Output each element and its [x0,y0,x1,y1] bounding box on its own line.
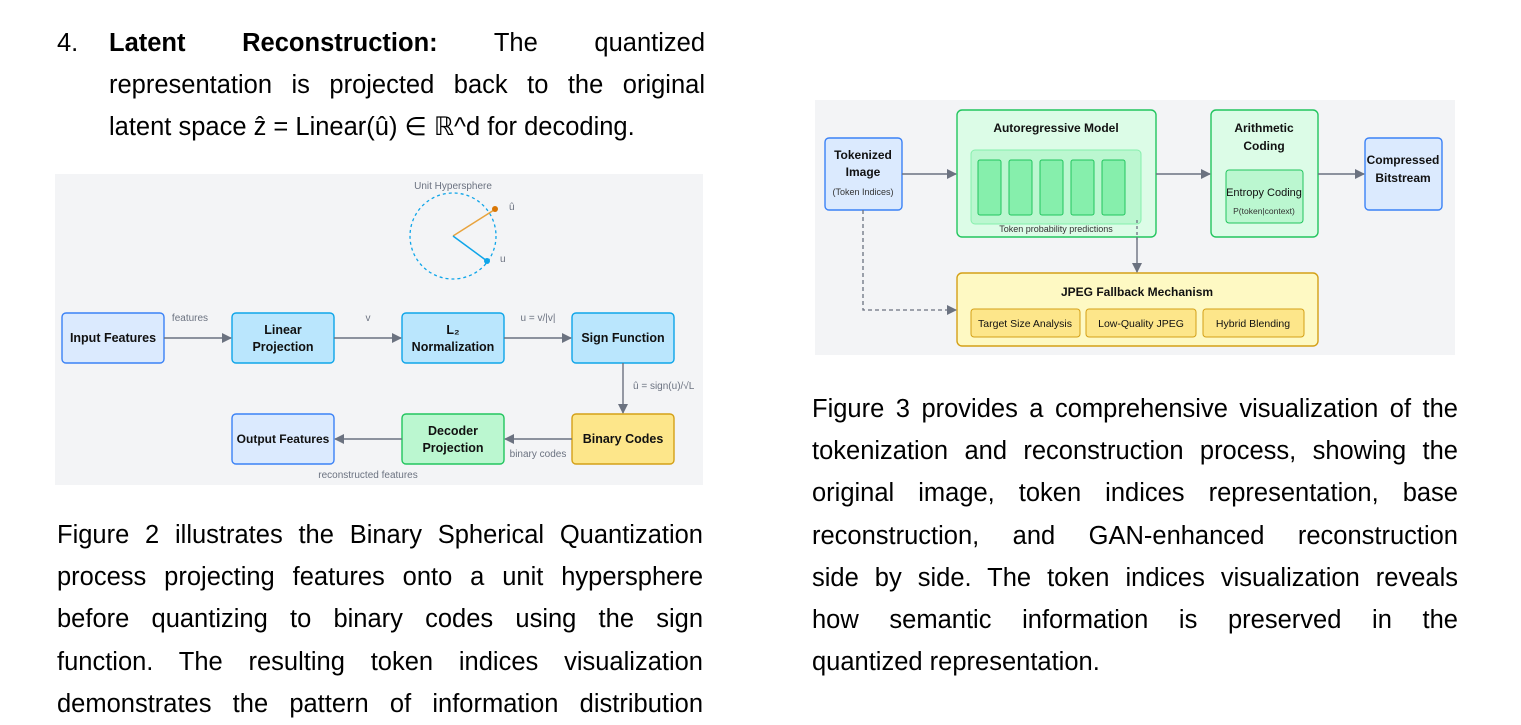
paragraph-line: side by side. The token indices visualiz… [812,563,1458,592]
list-item-line-3: latent space ẑ = Linear(û) ∈ ℝ^d for dec… [109,113,635,142]
figure-3-compression-diagram: Tokenized Image (Token Indices) Autoregr… [815,100,1455,355]
token-block-4 [1070,159,1095,216]
entropy-label-1: Entropy Coding [1226,187,1302,199]
compressed-bitstream-box [1364,137,1443,211]
edge-v-label: v [366,313,371,324]
token-block-1 [977,159,1002,216]
vector-u-hat [452,209,495,237]
jpeg-title: JPEG Fallback Mechanism [1061,285,1213,299]
list-number: 4. [57,29,79,57]
item-label: Latent Reconstruction: [109,29,438,57]
linear-label-2: Projection [252,340,313,354]
input-features-label: Input Features [70,331,156,345]
paragraph-line: quantized representation. [812,648,1100,677]
decoder-projection-box [401,413,505,465]
sign-label: Sign Function [581,331,664,345]
list-item-body: Latent Reconstruction: The quantized rep… [109,22,705,149]
output-label: Output Features [237,432,330,446]
edge-u-label: u = v/|v| [521,313,556,324]
paragraph-line: reconstruction, and GAN-enhanced reconst… [812,521,1458,550]
paragraph-line: demonstrates the pattern of information … [57,689,703,718]
norm-label-2: Normalization [412,340,495,354]
arith-label-1: Arithmetic [1234,121,1294,135]
figure-2-bsq-diagram: Unit Hypersphere û u Input Features Line… [55,174,703,485]
list-item-line-2: representation is projected back to the … [109,71,705,100]
paragraph-line: tokenization and reconstruction process,… [812,437,1458,466]
tok-label-3: (Token Indices) [832,187,893,197]
edge-features-label: features [172,313,208,324]
paragraph-line: original image, token indices representa… [812,479,1458,508]
linear-label-1: Linear [264,323,302,337]
jpeg-item-3: Hybrid Blending [1216,318,1290,330]
ar-caption: Token probability predictions [999,224,1113,234]
unit-hypersphere [409,192,497,280]
edge-recon-label: reconstructed features [318,470,418,481]
linear-projection-box [231,312,335,364]
jpeg-item-box-3 [1202,308,1305,338]
paragraph-line: how semantic information is preserved in… [812,606,1458,635]
u-label: u [500,254,506,265]
point-u-hat [492,206,498,212]
token-block-2 [1008,159,1033,216]
sphere-label: Unit Hypersphere [414,181,492,192]
paragraph-line: function. The resulting token indices vi… [57,647,703,676]
l2-normalization-box [401,312,505,364]
edge-u-hat-label: û = sign(u)/√L [633,380,695,392]
fallback-dashed-path [862,210,957,315]
tok-label-1: Tokenized [834,148,892,162]
entropy-label-2: P(token|context) [1233,206,1295,216]
vector-u [452,235,488,262]
jpeg-item-1: Target Size Analysis [978,318,1072,330]
ar-title: Autoregressive Model [993,121,1118,135]
tok-label-2: Image [846,165,881,179]
point-u [484,258,490,264]
entropy-coding-box [1225,169,1304,224]
decoder-label-2: Projection [422,441,483,455]
token-block-5 [1101,159,1126,216]
token-block-3 [1039,159,1064,216]
item-text-word: The [493,29,538,57]
paragraph-line: Figure 2 illustrates the Binary Spherica… [57,521,703,549]
u-hat-label: û [509,202,515,213]
jpeg-item-box-1 [970,308,1081,338]
norm-label-1: L₂ [446,323,459,337]
arith-label-2: Coding [1243,139,1284,153]
comp-label-1: Compressed [1367,153,1440,167]
jpeg-item-2: Low-Quality JPEG [1098,318,1184,330]
jpeg-item-box-2 [1085,308,1197,338]
edge-binary-label: binary codes [510,449,567,460]
paragraph-line: before quantizing to binary codes using … [57,605,703,634]
paragraph-figure-2-description: Figure 2 illustrates the Binary Spherica… [57,514,703,725]
binary-label: Binary Codes [583,432,664,446]
paragraph-line: Figure 3 provides a comprehensive visual… [812,395,1458,423]
list-item-line-1: Latent Reconstruction: The quantized [109,22,705,64]
item-text-word: quantized [594,29,705,57]
paragraph-line: process projecting features onto a unit … [57,563,703,592]
comp-label-2: Bitstream [1375,171,1430,185]
decoder-label-1: Decoder [428,424,478,438]
paragraph-figure-3-description: Figure 3 provides a comprehensive visual… [812,388,1458,683]
